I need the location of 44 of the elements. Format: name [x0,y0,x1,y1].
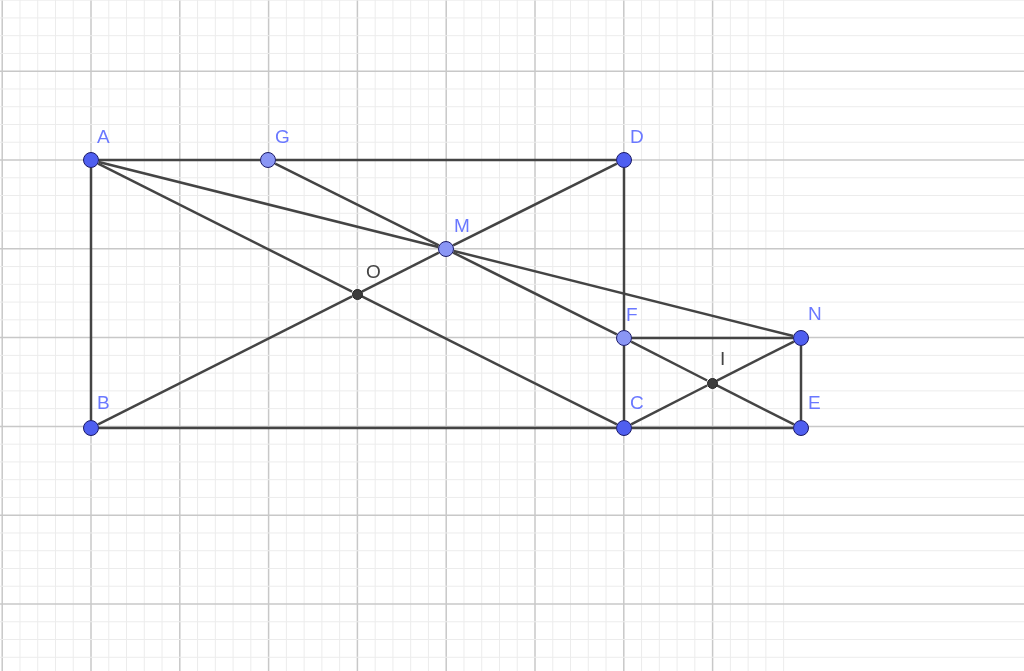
line-segment [716,384,795,426]
point-label: A [97,127,110,146]
point-marker [706,377,718,389]
line-segment [274,162,440,247]
line-segment [630,340,708,382]
point-marker [616,330,632,346]
line-segment [622,168,626,330]
line-segment [361,251,440,293]
point-label: F [626,305,638,324]
point-marker [83,152,99,168]
point-label: O [366,262,381,281]
line-segment [97,295,353,426]
point-marker [793,420,809,436]
line-segment [452,251,618,336]
point-label: M [454,216,470,235]
point-label: D [630,127,644,146]
line-segment [99,158,260,162]
line-segment [632,426,793,430]
line-segment [799,346,803,420]
point-marker [438,241,454,257]
point-label: C [630,393,644,412]
point-marker [260,152,276,168]
line-segment [632,336,793,340]
point-label: I [720,349,726,368]
line-segment [716,340,795,382]
line-segment [452,162,618,247]
point-label: G [275,127,290,146]
point-label: B [97,393,110,412]
point-marker [83,420,99,436]
line-segment [622,346,626,420]
line-segment [276,158,616,162]
point-marker [351,288,363,300]
line-segment [630,384,708,426]
point-label: N [808,304,822,323]
line-segment [97,162,353,293]
point-marker [793,330,809,346]
line-segment [99,426,616,430]
point-marker [616,152,632,168]
point-label: E [808,393,821,412]
line-segment [98,160,439,249]
line-segment [89,168,93,420]
line-segment [453,249,794,338]
point-marker [616,420,632,436]
line-segment [361,295,618,426]
